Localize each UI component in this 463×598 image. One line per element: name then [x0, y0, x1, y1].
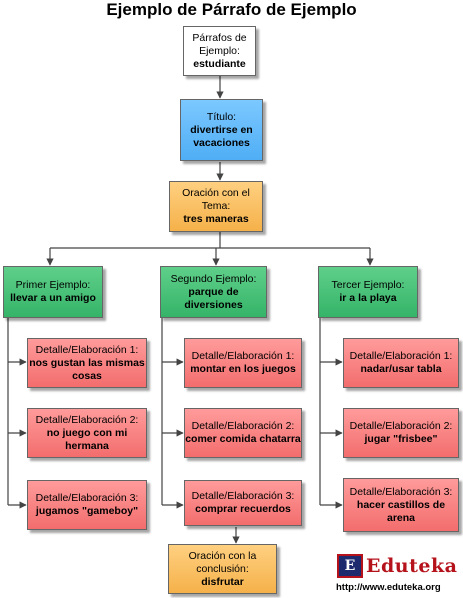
node-conclusion-value: disfrutar: [201, 575, 244, 588]
node-detalle-1-3-value: jugamos "gameboy": [35, 505, 139, 517]
node-detalle-3-3: Detalle/Elaboración 3: hacer castillos d…: [343, 478, 459, 532]
node-detalle-3-1-label: Detalle/Elaboración 1:: [349, 350, 453, 362]
node-detalle-1-3: Detalle/Elaboración 3: jugamos "gameboy": [27, 480, 147, 530]
footer-url[interactable]: http://www.eduteka.org: [336, 582, 441, 593]
node-detalle-3-2-label: Detalle/Elaboración 2:: [349, 420, 453, 432]
node-detalle-2-3-label: Detalle/Elaboración 3:: [191, 490, 295, 502]
node-detalle-3-1-value: nadar/usar tabla: [360, 363, 442, 375]
node-tema-label: Oración con el Tema:: [182, 187, 250, 212]
node-ejemplo-3: Tercer Ejemplo: ir a la playa: [318, 266, 418, 318]
node-detalle-3-2-value: jugar "frisbee": [364, 433, 438, 445]
node-ejemplo-3-value: ir a la playa: [339, 292, 397, 304]
node-detalle-1-2-label: Detalle/Elaboración 2:: [35, 413, 139, 426]
node-detalle-3-1: Detalle/Elaboración 1: nadar/usar tabla: [343, 338, 459, 388]
node-detalle-2-3: Detalle/Elaboración 3: comprar recuerdos: [184, 480, 302, 526]
eduteka-brand-name: Eduteka: [366, 555, 458, 577]
diagram-title: Ejemplo de Párrafo de Ejemplo: [106, 0, 357, 19]
node-detalle-2-1-label: Detalle/Elaboración 1:: [191, 350, 295, 362]
node-detalle-2-1: Detalle/Elaboración 1: montar en los jue…: [184, 338, 302, 388]
node-detalle-1-1-value: nos gustan las mismas cosas: [29, 356, 145, 382]
node-tema-value: tres maneras: [183, 213, 249, 225]
node-detalle-1-1-label: Detalle/Elaboración 1:: [35, 343, 139, 356]
eduteka-logo-mark: E: [337, 554, 363, 578]
node-ejemplo-1-value: llevar a un amigo: [10, 292, 96, 304]
node-detalle-3-3-value: hacer castillos de arena: [356, 498, 446, 524]
node-detalle-2-1-value: montar en los juegos: [190, 363, 296, 375]
node-detalle-2-2-label: Detalle/Elaboración 2:: [191, 420, 295, 432]
node-ejemplo-3-label: Tercer Ejemplo:: [331, 279, 405, 291]
node-detalle-3-3-label: Detalle/Elaboración 3:: [349, 485, 453, 498]
node-detalle-1-1: Detalle/Elaboración 1: nos gustan las mi…: [27, 338, 147, 388]
node-conclusion-label: Oración con la conclusión:: [188, 549, 257, 575]
node-titulo: Título: divertirse en vacaciones: [180, 99, 263, 161]
node-ejemplo-1: Primer Ejemplo: llevar a un amigo: [3, 266, 103, 318]
node-detalle-1-3-label: Detalle/Elaboración 3:: [35, 492, 139, 504]
node-root-value: estudiante: [193, 57, 246, 70]
node-titulo-value: divertirse en vacaciones: [190, 123, 253, 149]
node-tema: Oración con el Tema: tres maneras: [169, 181, 263, 232]
node-ejemplo-2-label: Segundo Ejemplo:: [170, 272, 257, 285]
node-ejemplo-2: Segundo Ejemplo: parque de diversiones: [160, 266, 267, 318]
node-detalle-2-2-value: comer comida chatarra: [185, 433, 301, 445]
node-detalle-1-2-value: no juego con mi hermana: [46, 426, 128, 452]
node-titulo-label: Título:: [206, 110, 237, 123]
node-ejemplo-1-label: Primer Ejemplo:: [15, 279, 91, 291]
node-root: Párrafos de Ejemplo: estudiante: [183, 26, 256, 76]
node-detalle-3-2: Detalle/Elaboración 2: jugar "frisbee": [343, 408, 459, 458]
node-detalle-1-2: Detalle/Elaboración 2: no juego con mi h…: [27, 408, 147, 458]
node-detalle-2-3-value: comprar recuerdos: [195, 503, 291, 515]
eduteka-logo: E Eduteka: [337, 552, 459, 580]
node-detalle-2-2: Detalle/Elaboración 2: comer comida chat…: [184, 408, 302, 458]
node-root-label: Párrafos de Ejemplo:: [192, 31, 247, 57]
node-ejemplo-2-value: parque de diversiones: [184, 285, 243, 311]
node-conclusion: Oración con la conclusión: disfrutar: [168, 544, 277, 594]
